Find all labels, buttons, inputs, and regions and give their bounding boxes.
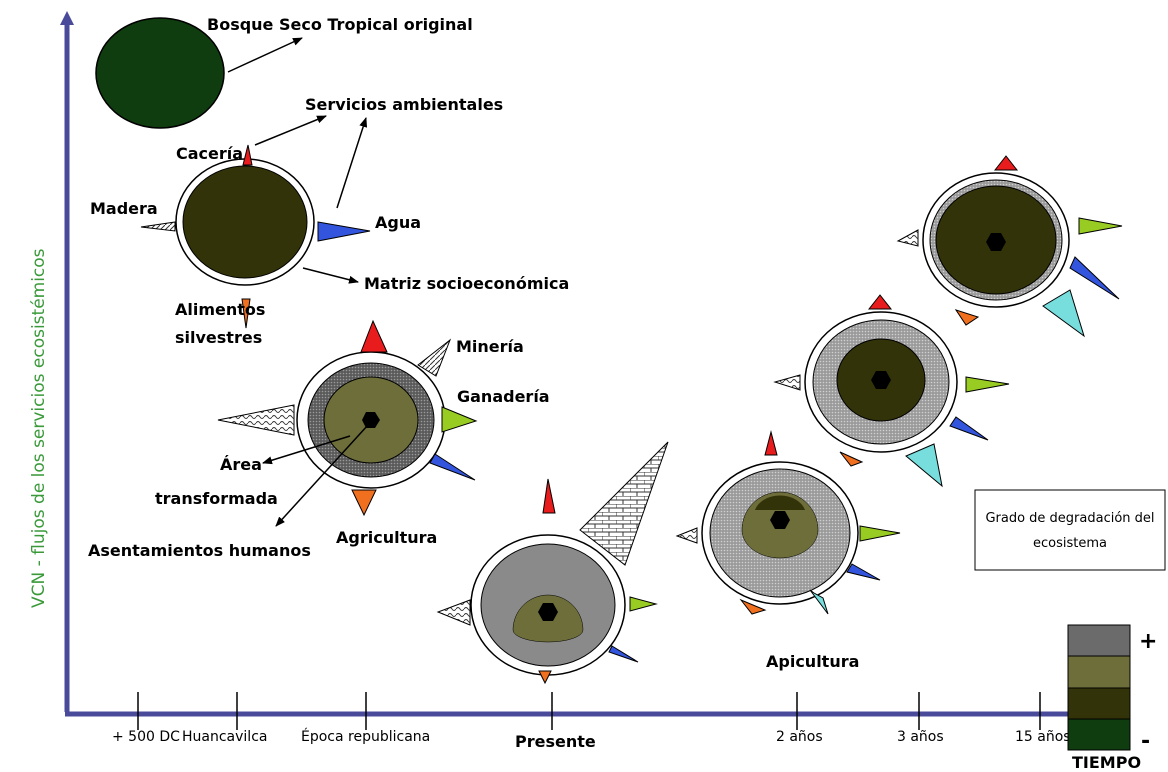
x-ticks bbox=[138, 692, 1040, 730]
water-wedge bbox=[318, 222, 370, 241]
label-environmental-services: Servicios ambientales bbox=[305, 95, 503, 114]
legend-swatch-4 bbox=[1068, 719, 1130, 750]
stage4-water-wedge bbox=[847, 564, 880, 580]
legend-plus: + bbox=[1139, 629, 1157, 654]
services-arrow-1 bbox=[255, 116, 326, 145]
tick-label-3-anos: 3 años bbox=[897, 729, 944, 745]
legend-swatch-3 bbox=[1068, 688, 1130, 719]
label-livestock: Ganadería bbox=[457, 387, 550, 406]
stage-4-ecosystem: Apicultura bbox=[677, 432, 900, 671]
legend-title-line2: ecosistema bbox=[1033, 536, 1107, 551]
wood-wedge bbox=[141, 222, 175, 231]
stage3-livestock-wedge bbox=[630, 597, 656, 611]
legend-title-line1: Grado de degradación del bbox=[985, 511, 1154, 526]
legend-swatch-1 bbox=[1068, 625, 1130, 656]
legend-box bbox=[975, 490, 1165, 570]
label-agriculture: Agricultura bbox=[336, 528, 437, 547]
original-forest-arrow bbox=[228, 38, 302, 72]
label-transformed-area-1: Área bbox=[220, 455, 262, 474]
label-mining: Minería bbox=[456, 337, 524, 356]
stage-5-ecosystem bbox=[775, 295, 1009, 486]
stage2-water-wedge bbox=[430, 454, 475, 480]
services-arrow-2 bbox=[337, 118, 366, 208]
stage5-water-wedge bbox=[950, 417, 988, 440]
stage3-mining-wedge bbox=[580, 442, 668, 565]
legend-swatch-2 bbox=[1068, 656, 1130, 688]
stage6-livestock-wedge bbox=[1079, 218, 1122, 234]
stage-1-ecosystem: Servicios ambientales Cacería Madera Agu… bbox=[90, 95, 569, 347]
stage4-livestock-wedge bbox=[860, 526, 900, 541]
stage2-livestock-wedge bbox=[442, 407, 476, 432]
tick-label-republicana: Época republicana bbox=[301, 728, 430, 745]
tick-label-presente: Presente bbox=[515, 732, 596, 751]
tick-label-15-anos: 15 años bbox=[1015, 729, 1071, 745]
stage3-water-wedge bbox=[609, 646, 638, 662]
matrix-arrow bbox=[303, 268, 358, 282]
stage5-livestock-wedge bbox=[966, 377, 1009, 392]
label-hunting: Cacería bbox=[176, 144, 243, 163]
y-axis-title: VCN - flujos de los servicios ecosistémi… bbox=[29, 248, 49, 608]
tick-label-2-anos: 2 años bbox=[776, 729, 823, 745]
stage3-wood-wedge bbox=[438, 600, 470, 625]
stage2-hunting-wedge bbox=[361, 321, 387, 352]
stage4-hunting-wedge bbox=[765, 432, 777, 455]
label-water: Agua bbox=[375, 213, 421, 232]
x-axis-title: TIEMPO bbox=[1072, 753, 1141, 772]
label-human-settlements: Asentamientos humanos bbox=[88, 541, 311, 560]
label-wild-food-2: silvestres bbox=[175, 328, 262, 347]
tick-label-huancavilca: Huancavilca bbox=[182, 729, 267, 745]
stage6-wood-wedge bbox=[898, 230, 918, 246]
stage5-wood-wedge bbox=[775, 375, 800, 390]
stage3-hunting-wedge bbox=[543, 479, 555, 513]
stage5-agriculture-wedge bbox=[840, 452, 862, 466]
legend-minus: - bbox=[1141, 729, 1150, 754]
label-socioeconomic-matrix: Matriz socioeconómica bbox=[364, 274, 569, 293]
stage6-hunting-wedge bbox=[995, 156, 1017, 170]
label-wild-food-1: Alimentos bbox=[175, 300, 265, 319]
original-forest-circle bbox=[96, 18, 224, 128]
tick-label-500dc: + 500 DC bbox=[112, 729, 180, 745]
stage3-agriculture-wedge bbox=[539, 671, 551, 683]
stage1-core bbox=[183, 166, 307, 278]
stage6-beekeeping-wedge bbox=[1043, 290, 1084, 336]
stage2-agriculture-wedge bbox=[352, 490, 376, 515]
label-wood: Madera bbox=[90, 199, 158, 218]
stage-6-ecosystem bbox=[898, 156, 1122, 336]
stage4-wood-wedge bbox=[677, 528, 697, 543]
label-beekeeping: Apicultura bbox=[766, 652, 859, 671]
stage-2-ecosystem: Minería Ganadería Área transformada Agri… bbox=[88, 321, 550, 560]
hunting-wedge bbox=[243, 145, 252, 165]
stage5-hunting-wedge bbox=[869, 295, 891, 309]
stage6-agriculture-wedge bbox=[956, 310, 978, 325]
stage5-beekeeping-wedge bbox=[906, 444, 942, 486]
stage6-water-wedge bbox=[1070, 257, 1119, 299]
label-transformed-area-2: transformada bbox=[155, 489, 278, 508]
label-original-forest: Bosque Seco Tropical original bbox=[207, 15, 473, 34]
stage2-wood-wedge bbox=[218, 405, 294, 435]
